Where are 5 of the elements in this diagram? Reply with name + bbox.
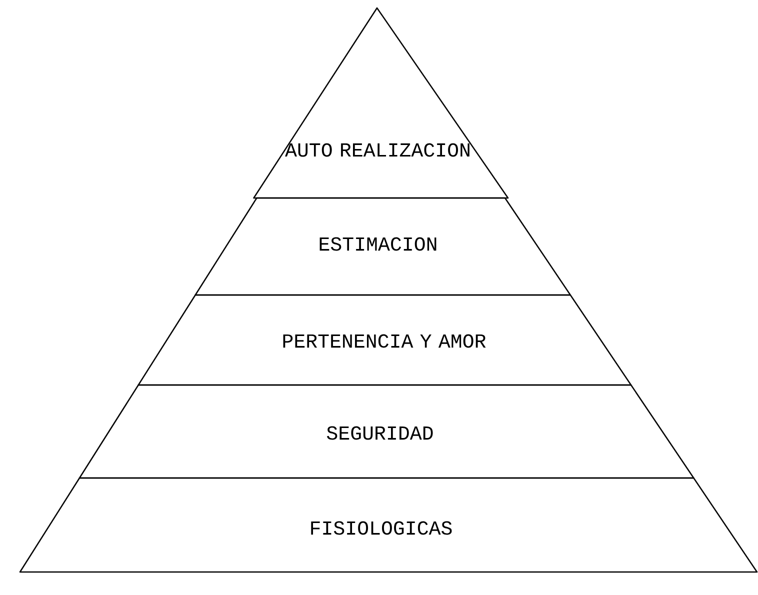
pyramid-level: SEGURIDAD <box>78 384 694 479</box>
pyramid-level: PERTENENCIA Y AMOR <box>138 294 632 386</box>
pyramid-level: ESTIMACION <box>194 197 572 296</box>
pyramid-level: FISIOLOGICAS <box>19 477 758 573</box>
pyramid-level: AUTO REALIZACION <box>253 7 509 199</box>
